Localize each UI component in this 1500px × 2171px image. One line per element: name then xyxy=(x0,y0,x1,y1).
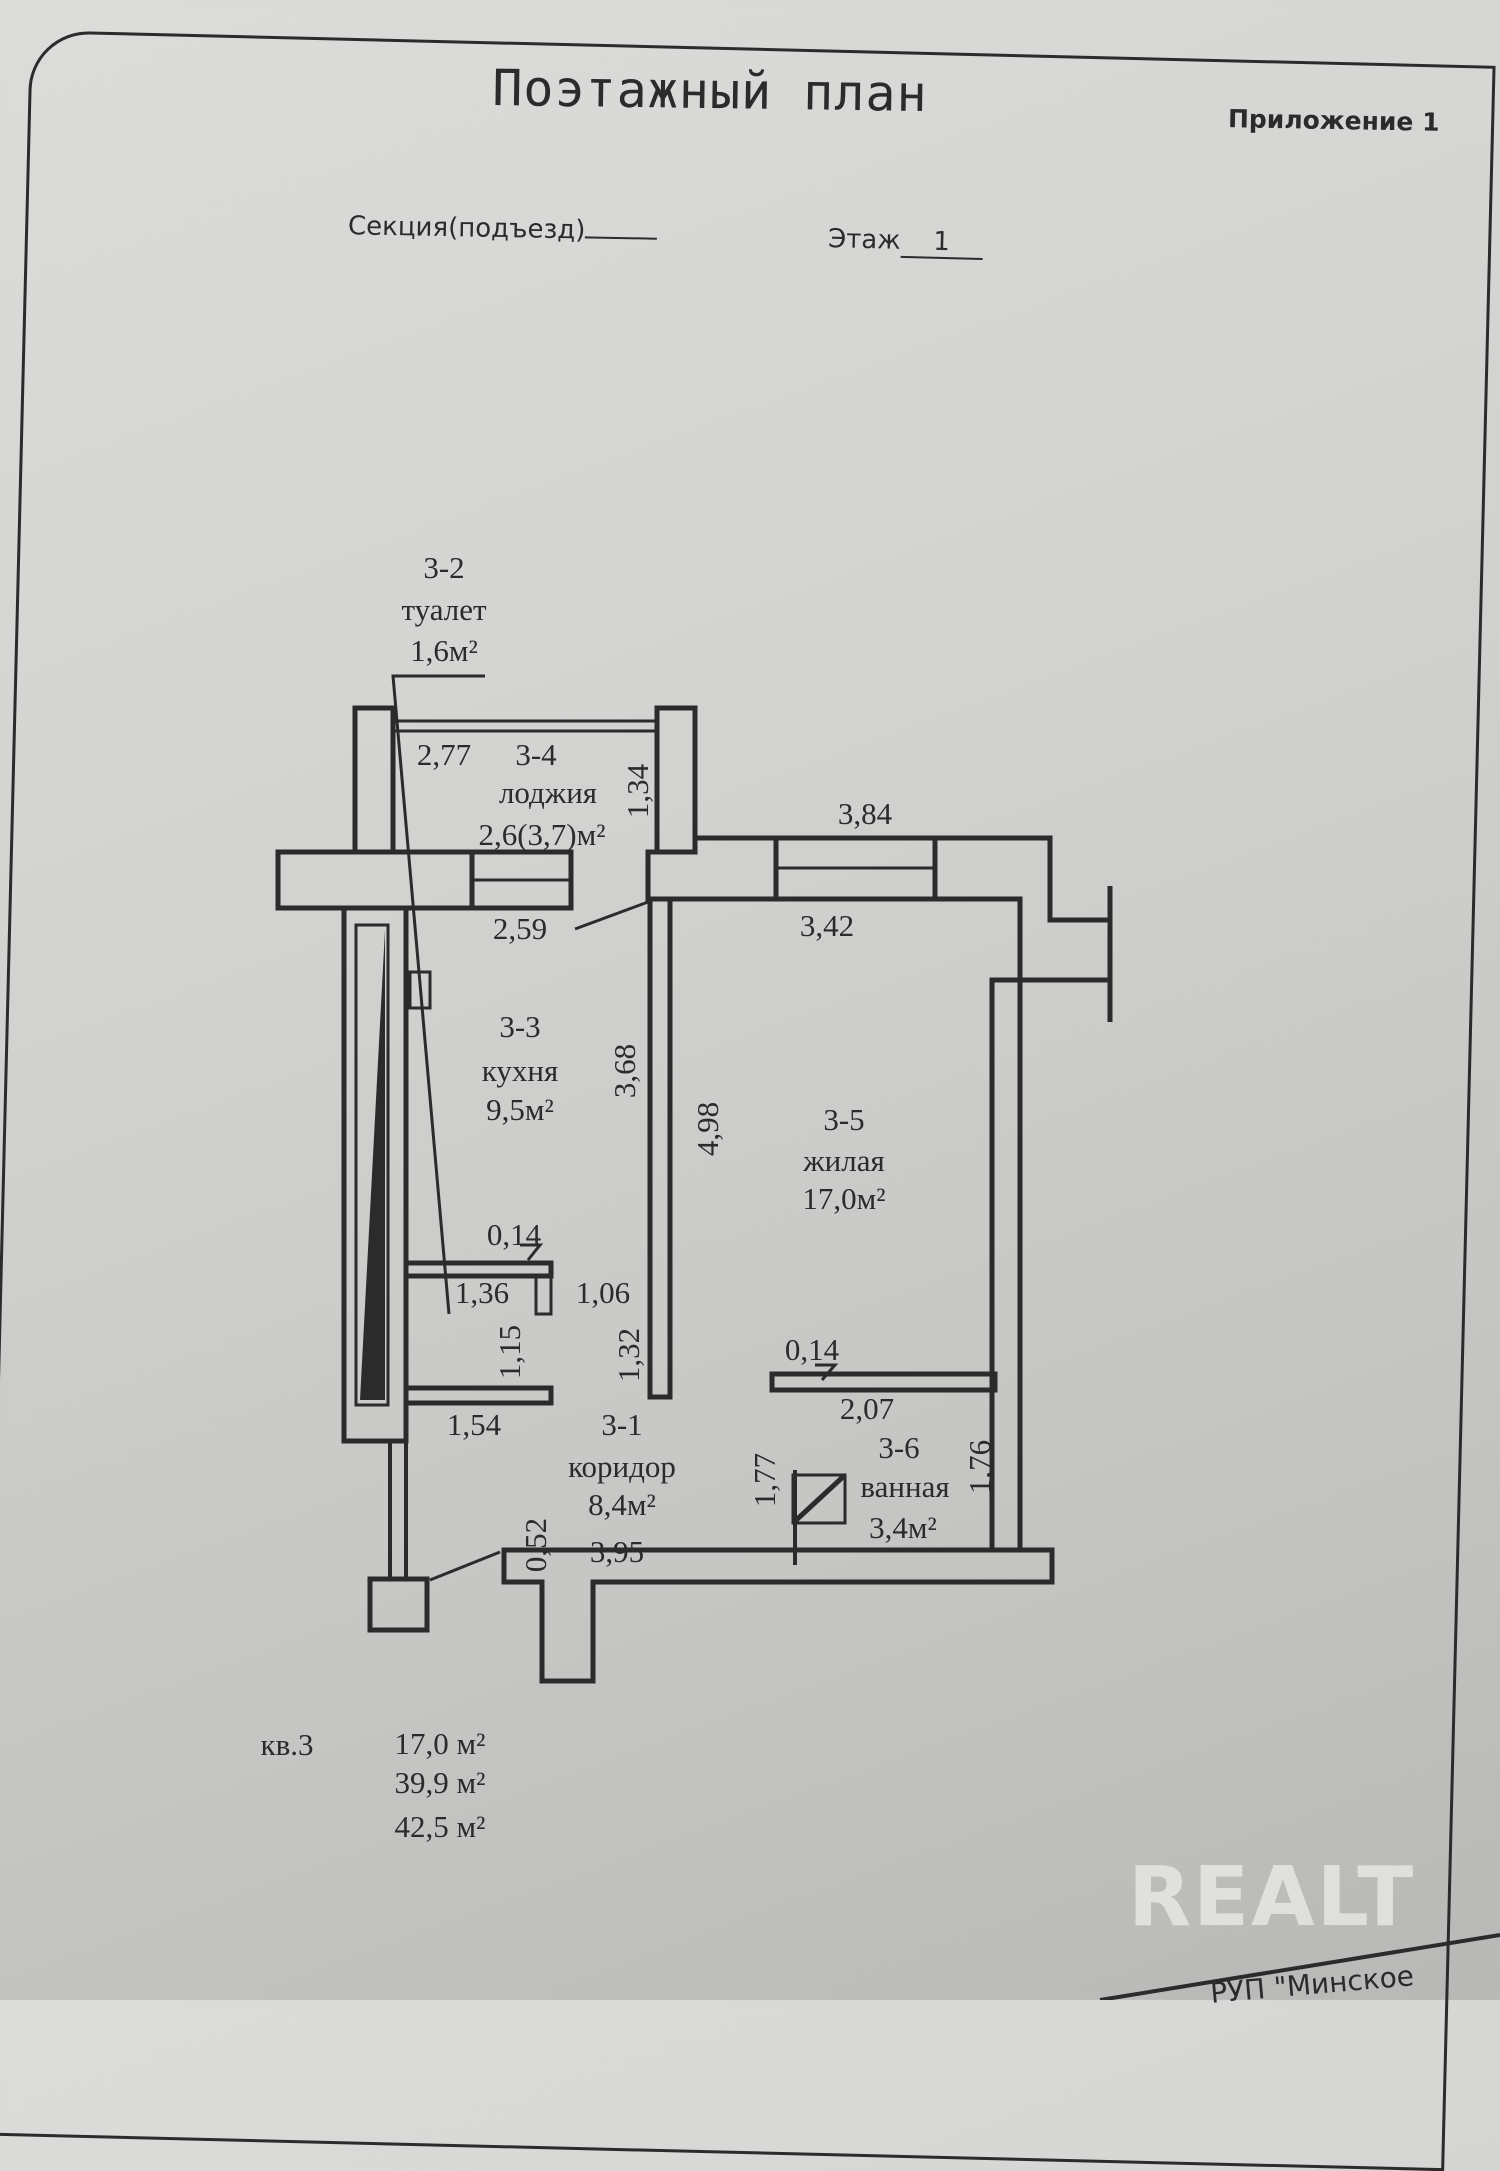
floor-plan: 3-2 туалет 1,6м² 3-4 лоджия 2,6(3,7)м² 3… xyxy=(261,550,1500,2000)
room-id: 3-6 xyxy=(878,1430,919,1465)
total-area: 39,9 м² xyxy=(395,1765,486,1800)
wall-segment xyxy=(932,835,1113,983)
room-name: коридор xyxy=(568,1449,676,1484)
leader-lines xyxy=(391,674,839,1582)
dimension: 1,34 xyxy=(620,763,655,818)
dimension: 3,95 xyxy=(590,1534,644,1569)
room-name: лоджия xyxy=(499,775,597,810)
loggia-right-pillar xyxy=(654,705,698,855)
dimension: 4,98 xyxy=(690,1102,725,1156)
dimension: 2,59 xyxy=(493,911,547,946)
room-name: ванная xyxy=(860,1469,949,1504)
apartment-number: кв.3 xyxy=(261,1727,314,1762)
total-area-with-loggia: 42,5 м² xyxy=(395,1809,486,1844)
dimension: 3,68 xyxy=(607,1044,642,1098)
toilet-wall xyxy=(403,1260,554,1279)
room-id: 3-4 xyxy=(515,737,557,772)
dimension: 1,15 xyxy=(492,1325,527,1379)
loggia-left-wall xyxy=(352,705,396,855)
dimension: 2,07 xyxy=(840,1391,894,1426)
dimension: 1,06 xyxy=(576,1275,630,1310)
dimension: 3,84 xyxy=(838,796,893,831)
living-area: 17,0 м² xyxy=(395,1726,486,1761)
corridor-wall xyxy=(403,1385,554,1406)
room-area: 17,0м² xyxy=(802,1181,885,1216)
room-name: кухня xyxy=(482,1053,558,1088)
partition-wall xyxy=(647,896,673,1400)
dimension: 1,76 xyxy=(962,1440,997,1494)
walls xyxy=(275,705,1113,1684)
room-id: 3-1 xyxy=(601,1407,642,1442)
room-name: туалет xyxy=(401,592,486,627)
dimension: 1,32 xyxy=(611,1328,646,1382)
room-labels: 3-2 туалет 1,6м² 3-4 лоджия 2,6(3,7)м² 3… xyxy=(401,550,949,1545)
dimension: 1,36 xyxy=(455,1275,509,1310)
area-summary: кв.3 17,0 м² 39,9 м² 42,5 м² xyxy=(261,1726,486,1844)
dimension: 0,52 xyxy=(518,1518,553,1572)
room-area: 8,4м² xyxy=(588,1487,656,1522)
ventilation-fill xyxy=(360,930,385,1400)
ventilation-shaft xyxy=(354,923,390,1407)
room-area: 3,4м² xyxy=(869,1510,937,1545)
bottom-wall xyxy=(501,1547,1055,1684)
dimension: 2,77 xyxy=(417,737,471,772)
room-area: 1,6м² xyxy=(410,633,478,668)
room-id: 3-3 xyxy=(499,1009,540,1044)
bath-wall xyxy=(769,1371,998,1393)
toilet-door xyxy=(534,1274,553,1316)
kitchen-left-wall xyxy=(341,905,409,1444)
entrance-wall xyxy=(367,1576,430,1633)
room-area: 2,6(3,7)м² xyxy=(478,817,605,852)
dimension: 0,14 xyxy=(785,1332,840,1367)
room-area: 9,5м² xyxy=(486,1092,554,1127)
dimension: 1,54 xyxy=(447,1407,502,1442)
room-name: жилая xyxy=(802,1143,885,1178)
room-id: 3-5 xyxy=(823,1102,864,1137)
dimension: 1,77 xyxy=(747,1453,782,1507)
dimension-labels: 2,77 1,34 3,84 2,59 3,42 3,68 4,98 0,14 … xyxy=(417,737,997,1572)
room-id: 3-2 xyxy=(423,550,464,585)
stamp-line xyxy=(1099,1933,1500,2000)
dimension: 3,42 xyxy=(800,908,854,943)
realt-watermark-logo: REALT xyxy=(1128,1850,1416,1945)
wall-segment xyxy=(645,835,779,902)
dimension: 0,14 xyxy=(487,1217,542,1252)
